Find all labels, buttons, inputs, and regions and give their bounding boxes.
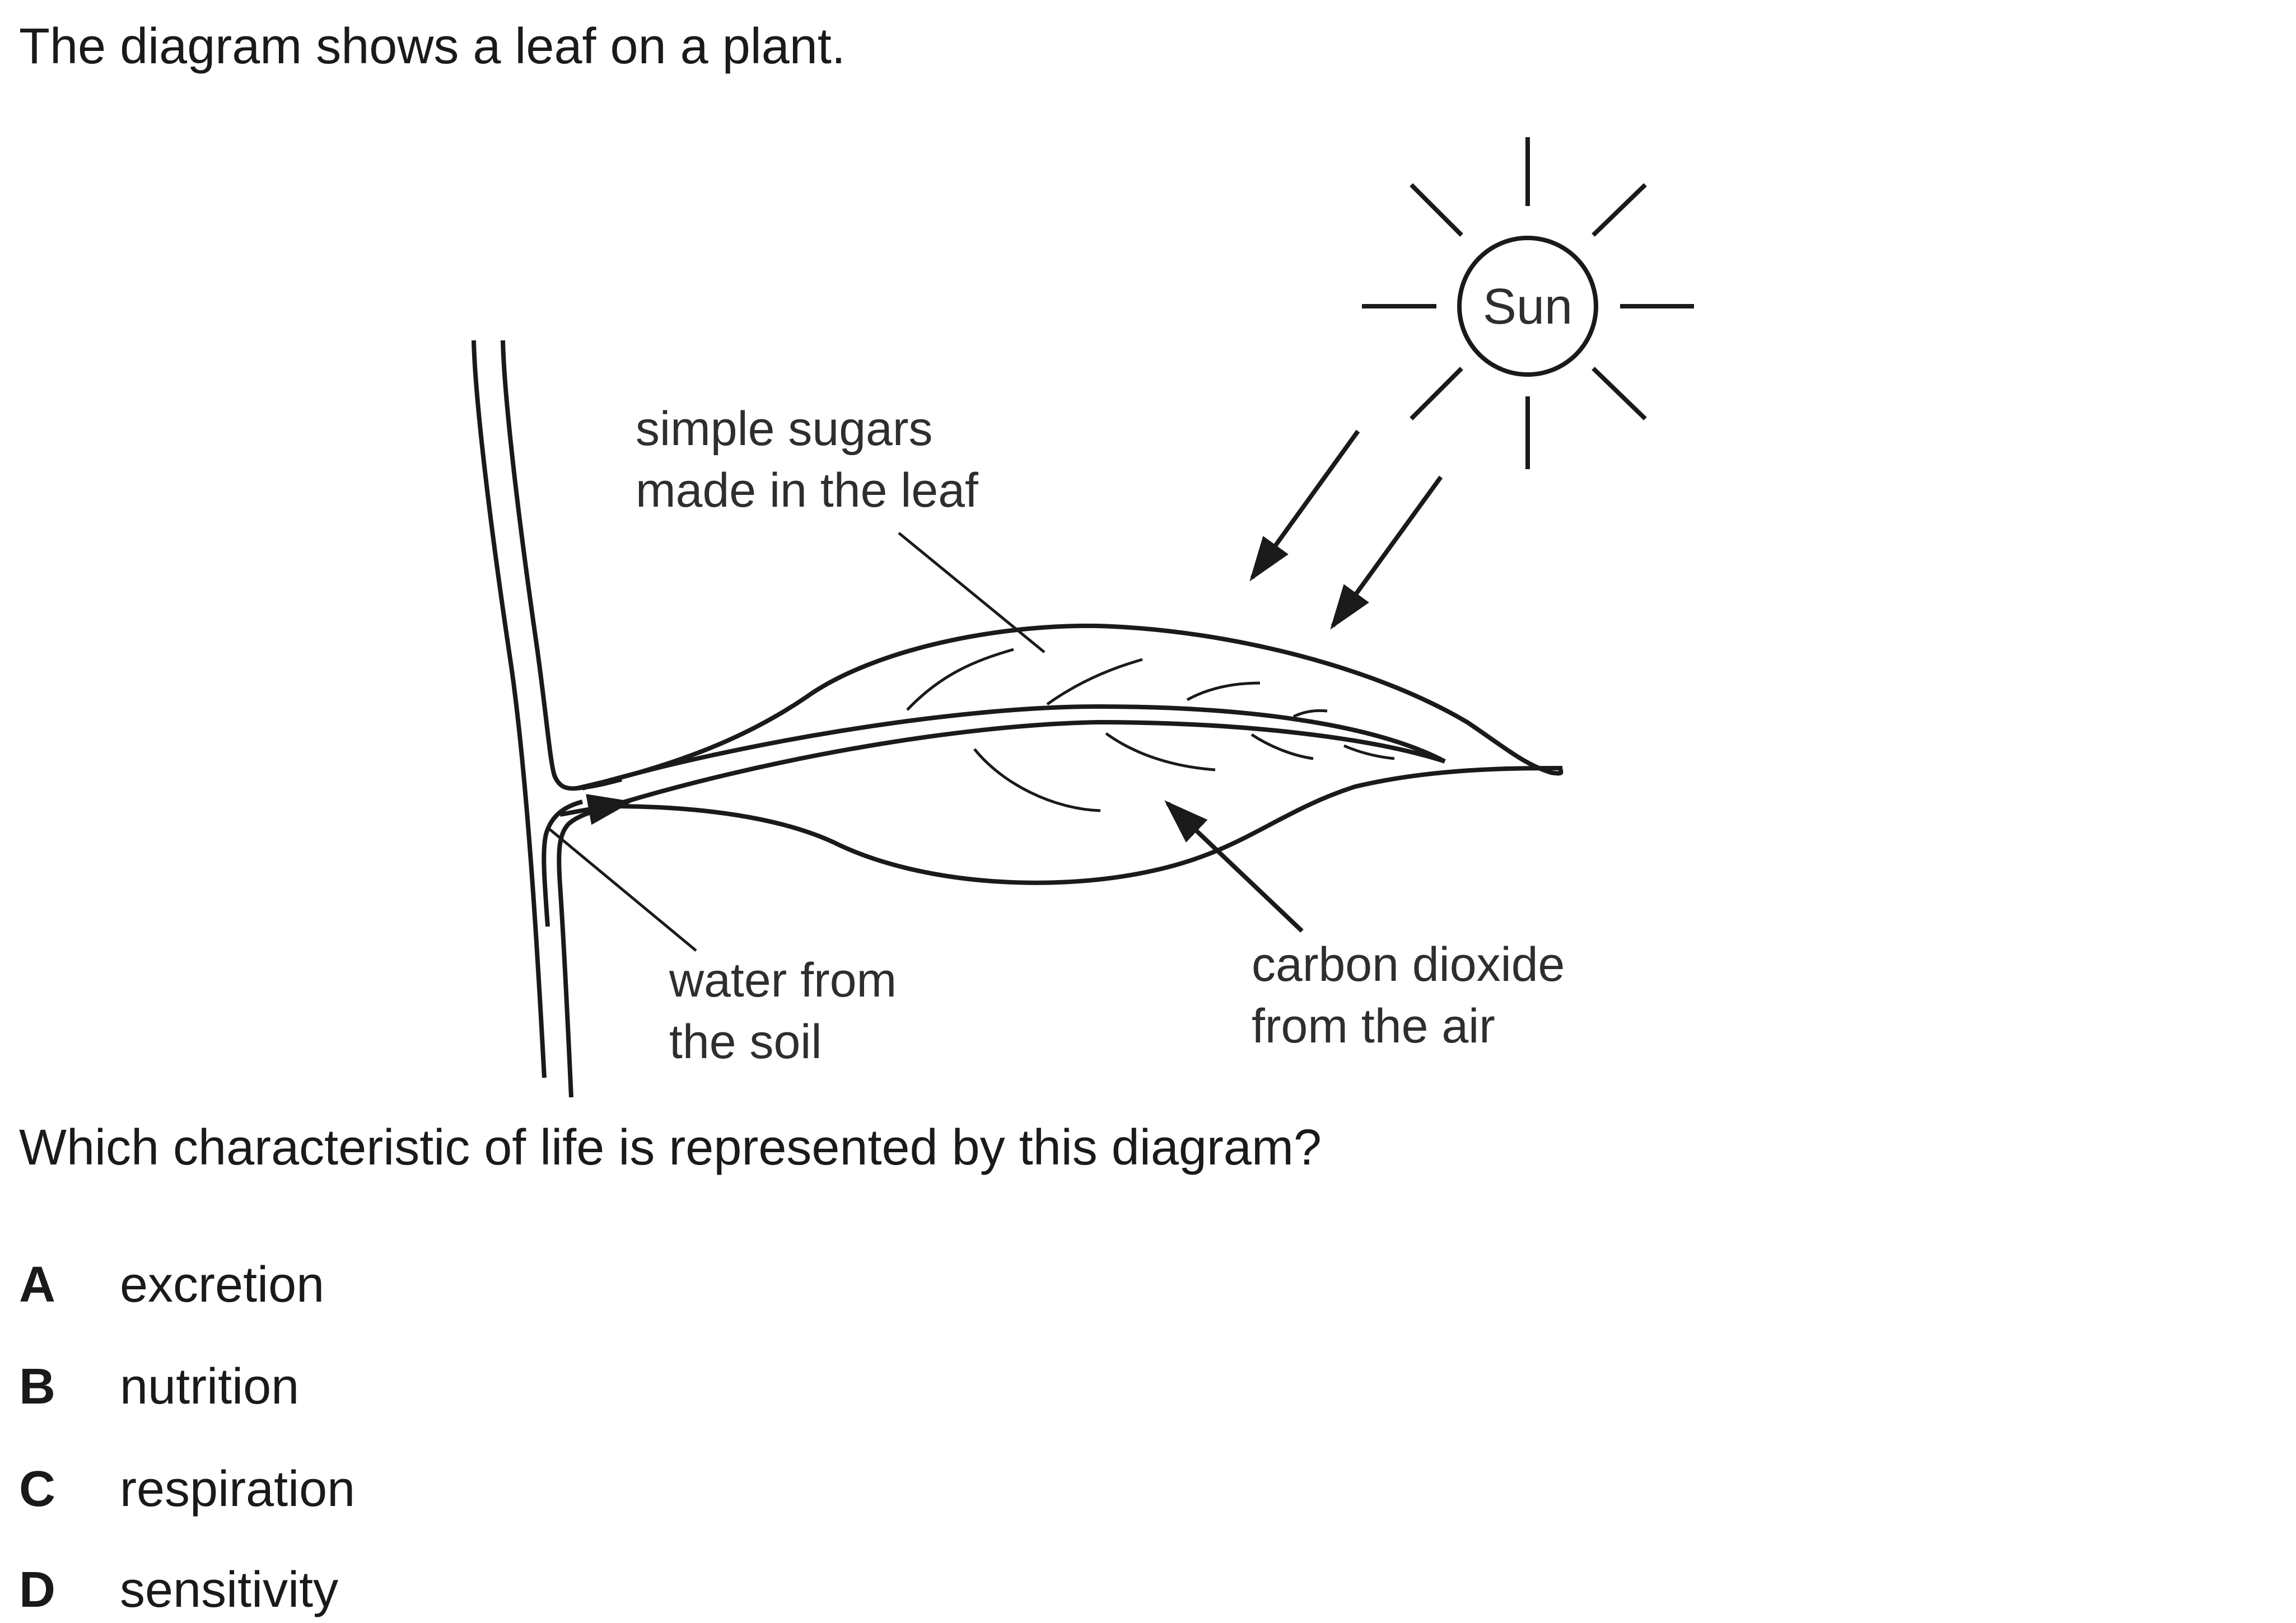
water-pointer-line [548,827,697,952]
intro-text: The diagram shows a leaf on a plant. [19,18,846,74]
carbon-dioxide-arrow [1164,800,1304,933]
sunlight-arrows [1249,429,1443,630]
sugars-label-line1: simple sugars [636,402,933,456]
water-label-line1: water from [669,953,897,1007]
sun-icon [1362,137,1694,469]
carbon-dioxide-label-line1: carbon dioxide [1252,938,1565,991]
option-d-letter: D [19,1562,55,1618]
option-a-text: excretion [120,1257,325,1313]
sugars-label-line2: made in the leaf [636,464,979,517]
option-c-letter: C [19,1461,55,1517]
plant-stem [472,340,623,1098]
leaf [576,623,1564,885]
question-text: Which characteristic of life is represen… [19,1120,1322,1176]
option-b-text: nutrition [120,1359,300,1415]
sun-label: Sun [1483,279,1572,335]
leaf-veins [906,648,1395,812]
option-d-text: sensitivity [120,1562,339,1618]
option-a-letter: A [19,1257,55,1313]
option-b-letter: B [19,1359,55,1415]
sugars-pointer-line [898,532,1046,653]
water-flow-arrow [559,794,633,825]
carbon-dioxide-label-line2: from the air [1252,999,1495,1053]
option-c-text: respiration [120,1461,356,1517]
water-label-line2: the soil [669,1015,822,1069]
